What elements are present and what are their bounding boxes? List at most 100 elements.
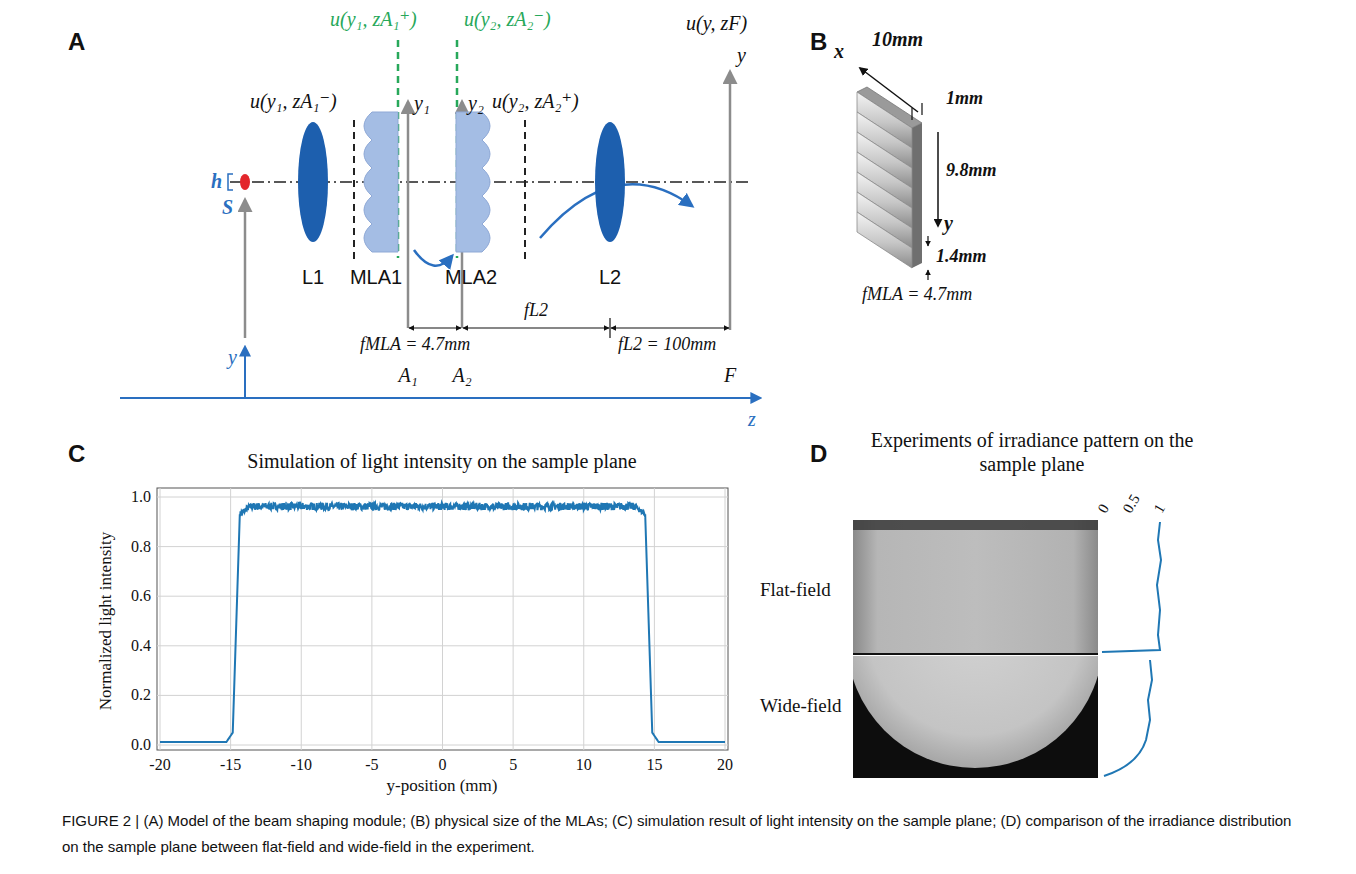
beam-model-part — [120, 397, 760, 399]
lens-shape — [298, 122, 328, 242]
plot-frame — [157, 488, 728, 750]
dimension-label: fMLA = 4.7mm — [862, 284, 972, 305]
field-label: u(y₂, zA₂⁻) — [464, 8, 551, 31]
lens: L2 — [587, 120, 633, 295]
lens: L1 — [290, 120, 336, 295]
tick-label: 0.4 — [131, 637, 151, 655]
beam-model-part — [409, 327, 461, 328]
axis-label: z — [748, 408, 756, 431]
panel-letter: C — [68, 440, 85, 468]
mla-shape — [364, 112, 398, 252]
tick-label: 20 — [717, 756, 733, 774]
beam-model-part — [414, 250, 452, 266]
part-label: Wide-field — [760, 695, 842, 717]
tick-label: 0 — [1095, 501, 1114, 516]
field-label: u(y₁, zA₁⁻) — [250, 90, 337, 113]
irradiance-profiles — [1102, 522, 1161, 776]
field-label: u(y₂, zA₂⁺) — [492, 90, 579, 113]
tick-label: -20 — [149, 756, 170, 774]
beam-model — [120, 40, 760, 398]
grid-line — [371, 488, 372, 750]
beam-model-part — [524, 120, 526, 262]
panel-letter: D — [810, 440, 827, 468]
lens-shape — [595, 122, 625, 242]
mla-sketch-part — [860, 68, 918, 112]
axis-title: Normalized light intensity — [96, 532, 116, 710]
grid-line — [654, 488, 655, 750]
beam-model-part — [463, 327, 609, 328]
beam-model-part — [407, 102, 410, 328]
axis-label: y₂ — [468, 92, 484, 115]
tick-label: -10 — [291, 756, 312, 774]
tick-label: 10 — [576, 756, 592, 774]
grid-line — [301, 488, 302, 750]
part-label: L2 — [599, 266, 621, 289]
intensity-curve — [160, 503, 725, 742]
part-label: MLA2 — [445, 266, 497, 289]
part-label: L1 — [302, 266, 324, 289]
panel-letter: A — [68, 28, 85, 56]
tick-label: 1.0 — [131, 488, 151, 506]
mla-sketch-part — [912, 103, 922, 120]
axis-label: y — [944, 212, 953, 235]
tick-label: 0.0 — [131, 736, 151, 754]
plane-label: A₂ — [452, 364, 471, 387]
beam-model-part — [611, 327, 729, 328]
mla-sketch-part — [937, 132, 939, 226]
dimension-label: 9.8mm — [946, 160, 997, 181]
microlens-array: MLA2 — [440, 110, 502, 295]
grid-line — [725, 488, 726, 750]
image-divider — [853, 653, 1098, 655]
grid-line — [160, 488, 161, 750]
tick-label: 1 — [1151, 501, 1170, 516]
beam-model-part — [228, 174, 233, 190]
axis-title: y-position (mm) — [387, 776, 498, 796]
field-label: u(y, zF) — [686, 12, 747, 35]
grid-line — [583, 488, 584, 750]
tick-label: 0.8 — [131, 537, 151, 555]
mla-sketch-part — [927, 270, 928, 280]
plane-label: F — [724, 364, 736, 387]
chart-title: Simulation of light intensity on the sam… — [247, 450, 636, 473]
dimension-label: 10mm — [872, 28, 923, 51]
tick-label: -5 — [365, 756, 378, 774]
tick-label: -15 — [220, 756, 241, 774]
beam-model-part — [244, 347, 246, 398]
chart-title: Experiments of irradiance pattern on the… — [862, 428, 1202, 476]
tick-label: 0.6 — [131, 587, 151, 605]
figure-caption: FIGURE 2 | (A) Model of the beam shaping… — [62, 808, 1302, 860]
field-label: u(y₁, zA₁⁺) — [330, 8, 417, 31]
tick-label: 0 — [439, 756, 447, 774]
beam-model-part — [353, 120, 355, 262]
axis-label: y — [228, 346, 237, 369]
irradiance-image: Flat-field — [758, 520, 1098, 655]
tick-label: 5 — [509, 756, 517, 774]
axis-label: y₁ — [414, 92, 430, 115]
source-height: h — [211, 170, 222, 193]
dimension-label: 1.4mm — [936, 246, 987, 267]
mla-sketch-part — [912, 123, 922, 268]
mla-sketch-part — [927, 236, 928, 246]
axis-label: x — [834, 40, 844, 63]
mla-sketch — [857, 68, 938, 280]
image-field — [853, 520, 1098, 655]
part-label: MLA1 — [350, 266, 402, 289]
mla-shape — [456, 112, 490, 252]
beam-model-part — [729, 72, 732, 330]
tick-label: 15 — [646, 756, 662, 774]
dimension-label: fL2 = 100mm — [618, 334, 716, 355]
beam-model-part — [240, 174, 250, 190]
part-label: Flat-field — [760, 579, 831, 601]
axis-label: y — [737, 44, 746, 67]
irradiance-profiles-part — [1102, 522, 1161, 652]
irradiance-image: Wide-field — [758, 656, 1098, 778]
tick-label: 0.5 — [1120, 491, 1144, 516]
panel-letter: B — [810, 28, 827, 56]
source-label: S — [222, 196, 233, 219]
dimension-label: 1mm — [946, 88, 983, 109]
grid-line — [442, 488, 443, 750]
grid-line — [230, 488, 231, 750]
image-edge — [853, 520, 1098, 530]
grid-line — [513, 488, 514, 750]
